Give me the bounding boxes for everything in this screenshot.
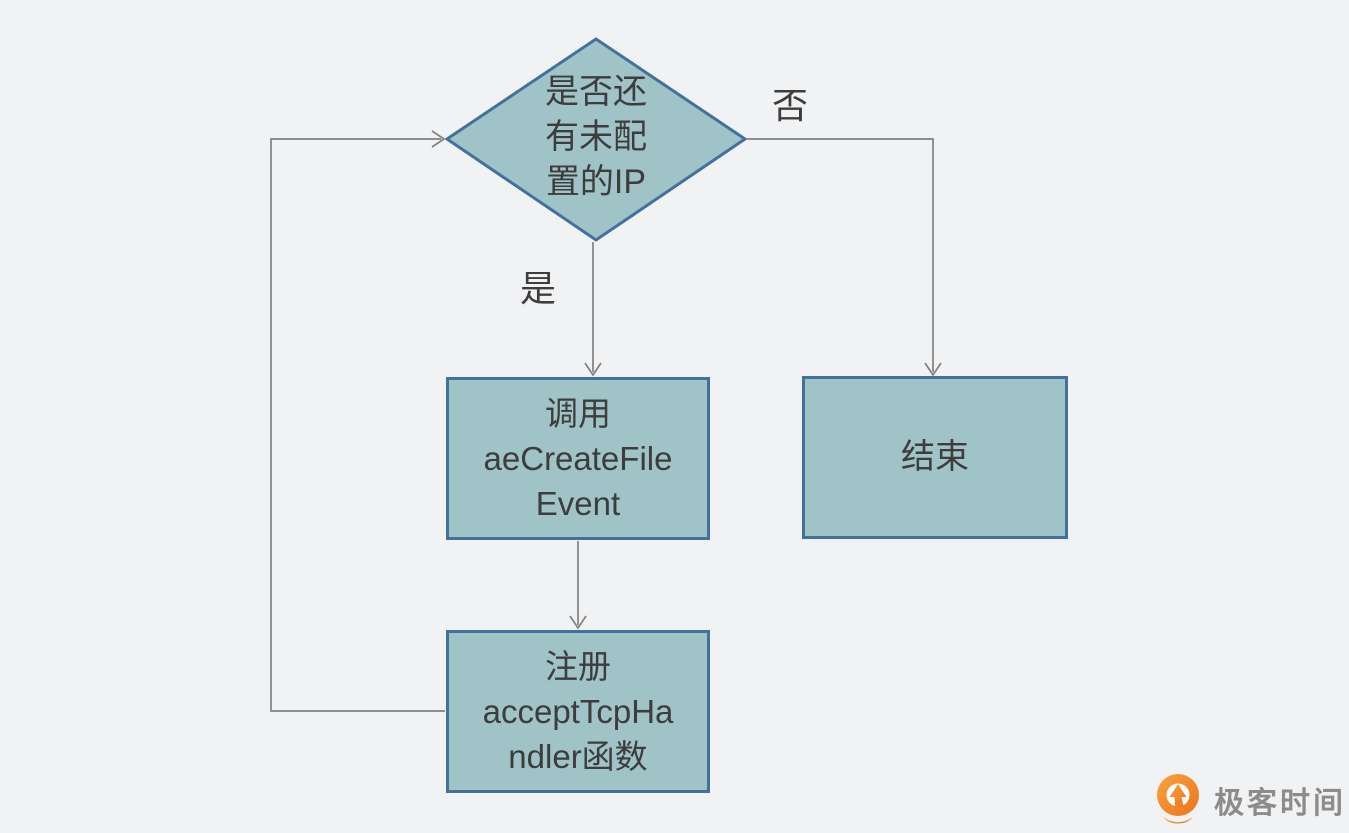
register-box-line-2: acceptTcpHa [482, 693, 674, 730]
edge-label-no: 否 [772, 85, 809, 126]
call-box-line-3: Event [535, 485, 621, 522]
process-node-register-accepttcphandler: 注册 acceptTcpHa ndler函数 [446, 630, 710, 793]
register-box-line-1: 注册 [545, 648, 611, 685]
decision-line-2: 有未配 [545, 118, 647, 156]
call-box-line-1: 调用 [545, 395, 611, 432]
edge-label-yes: 是 [520, 268, 557, 309]
geektime-pin-icon [1157, 774, 1199, 824]
connector-no-branch [746, 138, 934, 372]
decision-diamond-shape [444, 37, 748, 242]
terminal-node-end: 结束 [802, 376, 1068, 539]
geektime-logo: 极客时间 [1152, 772, 1346, 828]
register-box-line-3: ndler函数 [508, 738, 648, 775]
connector-loop-back [270, 138, 445, 712]
decision-node-label: 是否还 有未配 置的IP [521, 70, 671, 205]
arrowhead-right-decision-icon [431, 130, 446, 148]
process-node-call-aecreatefileevent: 调用 aeCreateFile Event [446, 377, 710, 540]
geektime-logo-text: 极客时间 [1214, 787, 1346, 820]
call-box-line-2: aeCreateFile [483, 440, 673, 477]
decision-line-3: 置的IP [545, 163, 647, 201]
arrowhead-down-call-icon [584, 362, 602, 377]
end-box-label: 结束 [901, 438, 969, 476]
arrowhead-down-register-icon [569, 615, 587, 630]
decision-line-1: 是否还 [545, 73, 647, 111]
arrowhead-down-end-icon [924, 362, 942, 377]
